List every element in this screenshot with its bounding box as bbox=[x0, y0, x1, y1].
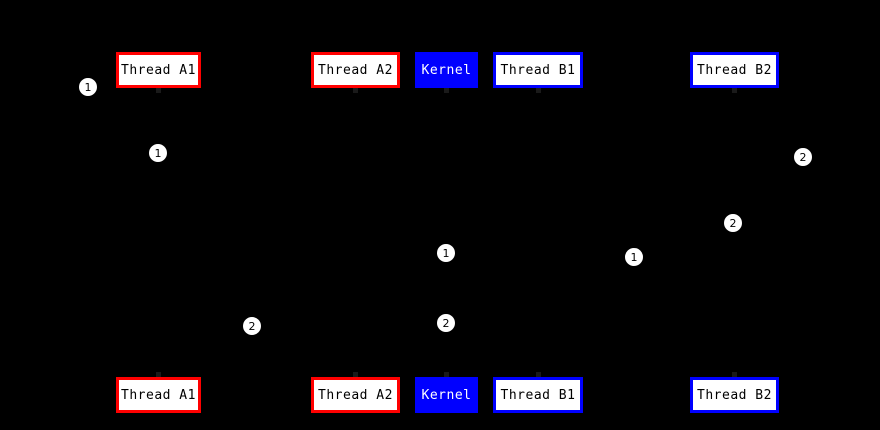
lifeline-stub-top-kernel bbox=[444, 88, 449, 93]
participant-label: Thread B1 bbox=[500, 387, 576, 403]
participant-label: Thread A2 bbox=[318, 62, 393, 78]
lifeline-threadA1 bbox=[158, 89, 159, 377]
message-arrowhead-4 bbox=[530, 249, 538, 257]
message-line-4 bbox=[446, 253, 538, 254]
participant-footer-threadB2[interactable]: Thread B2 bbox=[690, 377, 779, 413]
lifeline-threadB2 bbox=[734, 89, 735, 377]
message-line-5 bbox=[446, 257, 538, 258]
participant-label: Thread A1 bbox=[121, 387, 196, 403]
message-arrowhead-1 bbox=[347, 149, 355, 157]
lifeline-stub-bottom-threadA1 bbox=[156, 372, 161, 377]
participant-header-threadB1[interactable]: Thread B1 bbox=[493, 52, 583, 88]
message-line-7 bbox=[355, 323, 446, 324]
participant-header-threadA1[interactable]: Thread A1 bbox=[116, 52, 201, 88]
participant-label: Thread B2 bbox=[697, 387, 772, 403]
sequence-badge-1-4: 1 bbox=[436, 243, 456, 263]
participant-header-threadB2[interactable]: Thread B2 bbox=[690, 52, 779, 88]
participant-header-threadA2[interactable]: Thread A2 bbox=[311, 52, 400, 88]
lifeline-stub-bottom-threadB2 bbox=[732, 372, 737, 377]
sequence-badge-1-1: 1 bbox=[148, 143, 168, 163]
message-arrowhead-6 bbox=[158, 322, 166, 330]
participant-footer-kernel[interactable]: Kernel bbox=[415, 377, 478, 413]
sequence-badge-2-6: 2 bbox=[242, 316, 262, 336]
message-line-3 bbox=[538, 223, 734, 224]
sequence-badge-2-7: 2 bbox=[436, 313, 456, 333]
message-arrowhead-0 bbox=[20, 83, 28, 91]
participant-footer-threadA1[interactable]: Thread A1 bbox=[116, 377, 201, 413]
lifeline-stub-top-threadB2 bbox=[732, 88, 737, 93]
lifeline-stub-bottom-threadB1 bbox=[536, 372, 541, 377]
participant-footer-threadB1[interactable]: Thread B1 bbox=[493, 377, 583, 413]
lifeline-stub-bottom-threadA2 bbox=[353, 372, 358, 377]
sequence-badge-1-0: 1 bbox=[78, 77, 98, 97]
lifeline-stub-top-threadA2 bbox=[353, 88, 358, 93]
participant-label: Thread A2 bbox=[318, 387, 393, 403]
lifeline-threadB1 bbox=[538, 89, 539, 377]
participant-label: Thread B2 bbox=[697, 62, 772, 78]
participant-label: Thread A1 bbox=[121, 62, 196, 78]
participant-label: Kernel bbox=[421, 62, 472, 78]
participant-header-kernel[interactable]: Kernel bbox=[415, 52, 478, 88]
message-line-1 bbox=[158, 153, 355, 154]
lifeline-threadA2 bbox=[355, 89, 356, 377]
participant-label: Kernel bbox=[421, 387, 472, 403]
lifeline-stub-top-threadA1 bbox=[156, 88, 161, 93]
lifeline-kernel bbox=[446, 89, 447, 377]
sequence-badge-2-2: 2 bbox=[793, 147, 813, 167]
participant-footer-threadA2[interactable]: Thread A2 bbox=[311, 377, 400, 413]
participant-label: Thread B1 bbox=[500, 62, 576, 78]
sequence-badge-1-5: 1 bbox=[624, 247, 644, 267]
message-arrowhead-7 bbox=[355, 319, 363, 327]
lifeline-stub-bottom-kernel bbox=[444, 372, 449, 377]
lifeline-stub-top-threadB1 bbox=[536, 88, 541, 93]
message-arrowhead-3 bbox=[538, 219, 546, 227]
sequence-badge-2-3: 2 bbox=[723, 213, 743, 233]
message-arrowhead-2 bbox=[852, 153, 860, 161]
